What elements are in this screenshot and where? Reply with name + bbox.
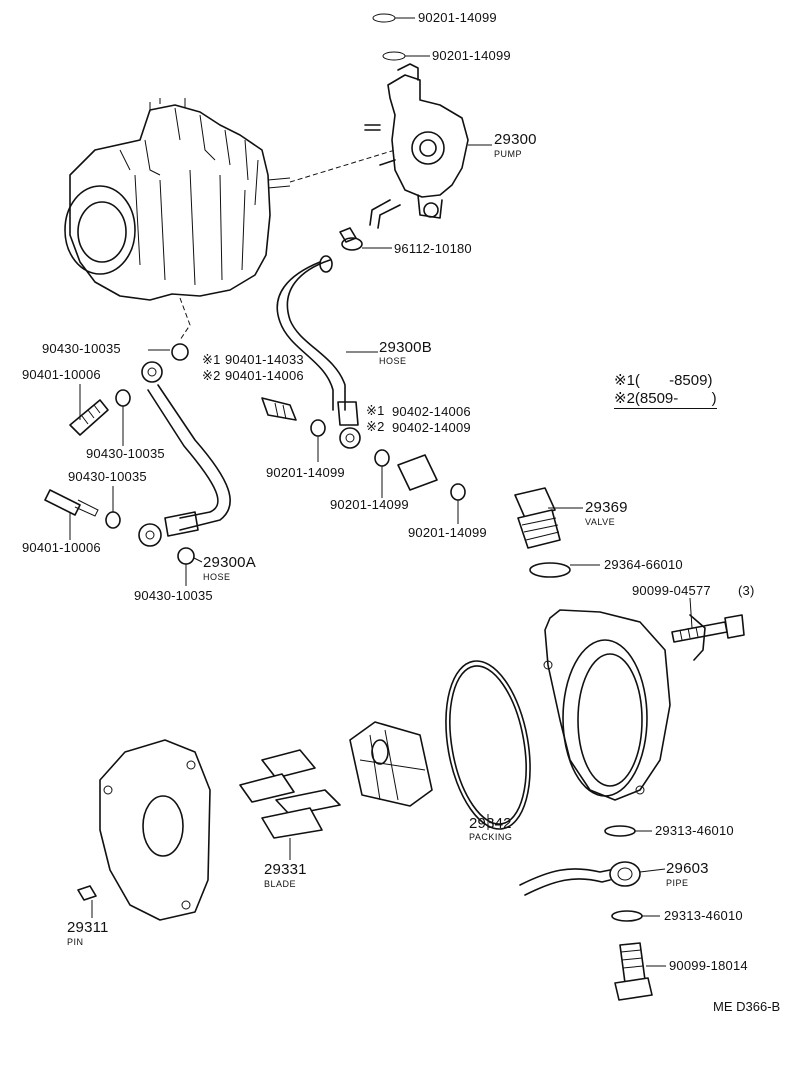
- clip-drawing: [339, 227, 363, 251]
- hose-b-part-name: HOSE: [379, 356, 407, 366]
- pipe-part-number: 29603: [666, 860, 709, 877]
- bolt-right-qty: (3): [738, 583, 755, 598]
- blades-drawing: [239, 749, 341, 839]
- blade-part-number: 29331: [264, 861, 307, 878]
- pin-drawing: [77, 885, 97, 901]
- gasket-label: 29364-66010: [604, 557, 683, 572]
- hose-a-part-number: 29300A: [203, 554, 256, 571]
- bolt-b1-mark: ※1: [366, 403, 385, 418]
- bolt-a1-mark: ※1: [202, 352, 221, 367]
- mid-fasteners-drawing: [374, 449, 466, 501]
- bolt-b1-label: 90402-14006: [392, 404, 471, 419]
- pump-housing-drawing: [543, 609, 706, 801]
- washer-mid-3-label: 90201-14099: [408, 525, 487, 540]
- rotor-drawing: [349, 721, 433, 807]
- bolt-a2-label: 90401-14006: [225, 368, 304, 383]
- bolt-a1-label: 90401-14033: [225, 352, 304, 367]
- washer-left-1-label: 90430-10035: [42, 341, 121, 356]
- gasket-pipe-1-label: 29313-46010: [655, 823, 734, 838]
- hose-a-drawing: [138, 361, 231, 547]
- clip-label: 96112-10180: [394, 241, 472, 256]
- bolt-b2-mark: ※2: [366, 419, 385, 434]
- washer-left-2-label: 90430-10035: [86, 446, 165, 461]
- hose-a-part-name: HOSE: [203, 572, 231, 582]
- blade-part-name: BLADE: [264, 879, 297, 889]
- union-bolt-label: 90099-18014: [669, 958, 748, 973]
- valve-part-name: VALVE: [585, 517, 616, 527]
- pump-part-name: PUMP: [494, 149, 523, 159]
- bolt-right-label: 90099-04577: [632, 583, 711, 598]
- valve-drawing: [514, 487, 571, 578]
- bolt-left-1-label: 90401-10006: [22, 367, 101, 382]
- pipe-drawing: [519, 825, 653, 1001]
- long-bolt-drawing: [671, 614, 745, 643]
- pin-part-name: PIN: [67, 937, 84, 947]
- washer-top-1-label: 90201-14099: [418, 10, 497, 25]
- pump-part-number: 29300: [494, 131, 537, 148]
- pipe-part-name: PIPE: [666, 878, 689, 888]
- hose-b-part-number: 29300B: [379, 339, 432, 356]
- legend-line-1: ※1( -8509): [614, 372, 713, 389]
- washer-mid-1-label: 90201-14099: [266, 465, 345, 480]
- hose-b-drawing: [276, 255, 361, 449]
- end-plate-drawing: [99, 739, 211, 921]
- drawing-code: ME D366-B: [713, 999, 781, 1014]
- bolt-b2-label: 90402-14009: [392, 420, 471, 435]
- pin-part-number: 29311: [67, 919, 109, 936]
- pump-drawing: [364, 13, 469, 229]
- packing-drawing: [445, 660, 531, 830]
- gasket-pipe-2-label: 29313-46010: [664, 908, 743, 923]
- washer-mid-2-label: 90201-14099: [330, 497, 409, 512]
- packing-part-number: 29342: [469, 815, 512, 832]
- washer-left-3-label: 90430-10035: [68, 469, 147, 484]
- alternator-drawing: [64, 98, 396, 341]
- valve-part-number: 29369: [585, 499, 628, 516]
- washer-left-4-label: 90430-10035: [134, 588, 213, 603]
- legend-line-2: ※2(8509- ): [614, 390, 717, 409]
- packing-part-name: PACKING: [469, 832, 513, 842]
- washer-top-2-label: 90201-14099: [432, 48, 511, 63]
- bolt-a2-mark: ※2: [202, 368, 221, 383]
- bolt-left-2-label: 90401-10006: [22, 540, 101, 555]
- leader-lines: [69, 17, 693, 967]
